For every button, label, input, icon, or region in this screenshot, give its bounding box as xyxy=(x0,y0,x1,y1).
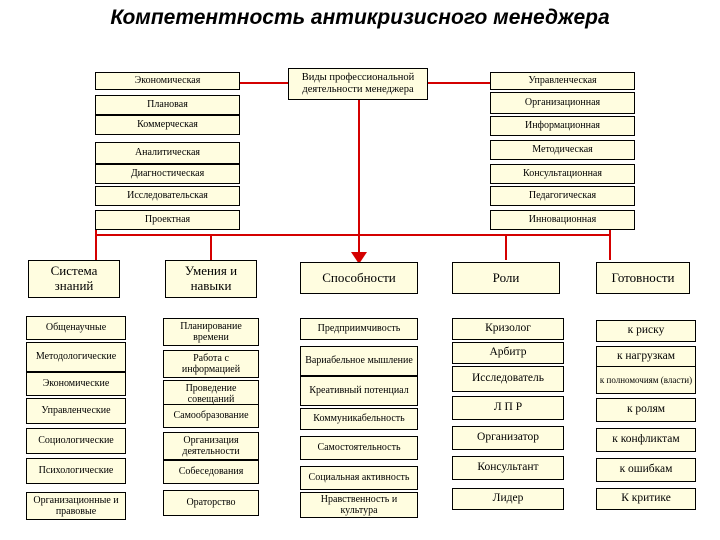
connector-right-trunk xyxy=(609,230,611,260)
list-item: Ораторство xyxy=(163,490,259,516)
activity-item: Консультационная xyxy=(490,164,635,184)
list-item: Общенаучные xyxy=(26,316,126,340)
arrow-down-icon xyxy=(351,252,367,264)
activity-item: Педагогическая xyxy=(490,186,635,206)
list-item: к нагрузкам xyxy=(596,346,696,368)
list-item: Кризолог xyxy=(452,318,564,340)
list-item: Социальная активность xyxy=(300,466,418,490)
list-item: к конфликтам xyxy=(596,428,696,452)
connector-col4 xyxy=(505,234,507,260)
list-item: Самообразование xyxy=(163,404,259,428)
header-skills: Умения и навыки xyxy=(165,260,257,298)
list-item: Методологические xyxy=(26,342,126,372)
list-item: Вариабельное мышление xyxy=(300,346,418,376)
list-item: к полномочиям (власти) xyxy=(596,366,696,394)
list-item: к ролям xyxy=(596,398,696,422)
activity-item: Организационная xyxy=(490,92,635,114)
connector-col2 xyxy=(210,234,212,260)
list-item: Арбитр xyxy=(452,342,564,364)
activity-economic: Экономическая xyxy=(95,72,240,90)
center-box-activities: Виды профессиональной деятельности менед… xyxy=(288,68,428,100)
connector-bottom-bus xyxy=(95,234,611,236)
list-item: Предприимчивость xyxy=(300,318,418,340)
activity-item: Плановая xyxy=(95,95,240,115)
activity-item: Методическая xyxy=(490,140,635,160)
activity-item: Исследовательская xyxy=(95,186,240,206)
list-item: Консультант xyxy=(452,456,564,480)
list-item: Планирование времени xyxy=(163,318,259,346)
list-item: Проведение совещаний xyxy=(163,380,259,408)
list-item: Организация деятельности xyxy=(163,432,259,460)
connector-left-trunk xyxy=(95,230,97,260)
list-item: к риску xyxy=(596,320,696,342)
list-item: Собеседования xyxy=(163,460,259,484)
page-title: Компетентность антикризисного менеджера xyxy=(110,6,610,29)
list-item: Социологические xyxy=(26,428,126,454)
list-item: Исследователь xyxy=(452,366,564,392)
list-item: Психологические xyxy=(26,458,126,484)
list-item: Организатор xyxy=(452,426,564,450)
activity-item: Инновационная xyxy=(490,210,635,230)
connector-top-left xyxy=(240,82,290,84)
list-item: Самостоятельность xyxy=(300,436,418,460)
header-readiness: Готовности xyxy=(596,262,690,294)
activity-management: Управленческая xyxy=(490,72,635,90)
list-item: Экономические xyxy=(26,372,126,396)
activity-item: Информационная xyxy=(490,116,635,136)
list-item: Лидер xyxy=(452,488,564,510)
header-roles: Роли xyxy=(452,262,560,294)
list-item: Коммуникабельность xyxy=(300,408,418,430)
list-item: Креативный потенциал xyxy=(300,376,418,406)
list-item: Организационные и правовые xyxy=(26,492,126,520)
list-item: Нравственность и культура xyxy=(300,492,418,518)
header-knowledge: Система знаний xyxy=(28,260,120,298)
header-abilities: Способности xyxy=(300,262,418,294)
list-item: К критике xyxy=(596,488,696,510)
connector-top-right xyxy=(426,82,490,84)
list-item: к ошибкам xyxy=(596,458,696,482)
list-item: Управленческие xyxy=(26,398,126,424)
activity-item: Аналитическая xyxy=(95,142,240,164)
activity-item: Коммерческая xyxy=(95,115,240,135)
activity-item: Диагностическая xyxy=(95,164,240,184)
list-item: Работа с информацией xyxy=(163,350,259,378)
activity-item: Проектная xyxy=(95,210,240,230)
list-item: Л П Р xyxy=(452,396,564,420)
connector-col3 xyxy=(358,100,360,260)
